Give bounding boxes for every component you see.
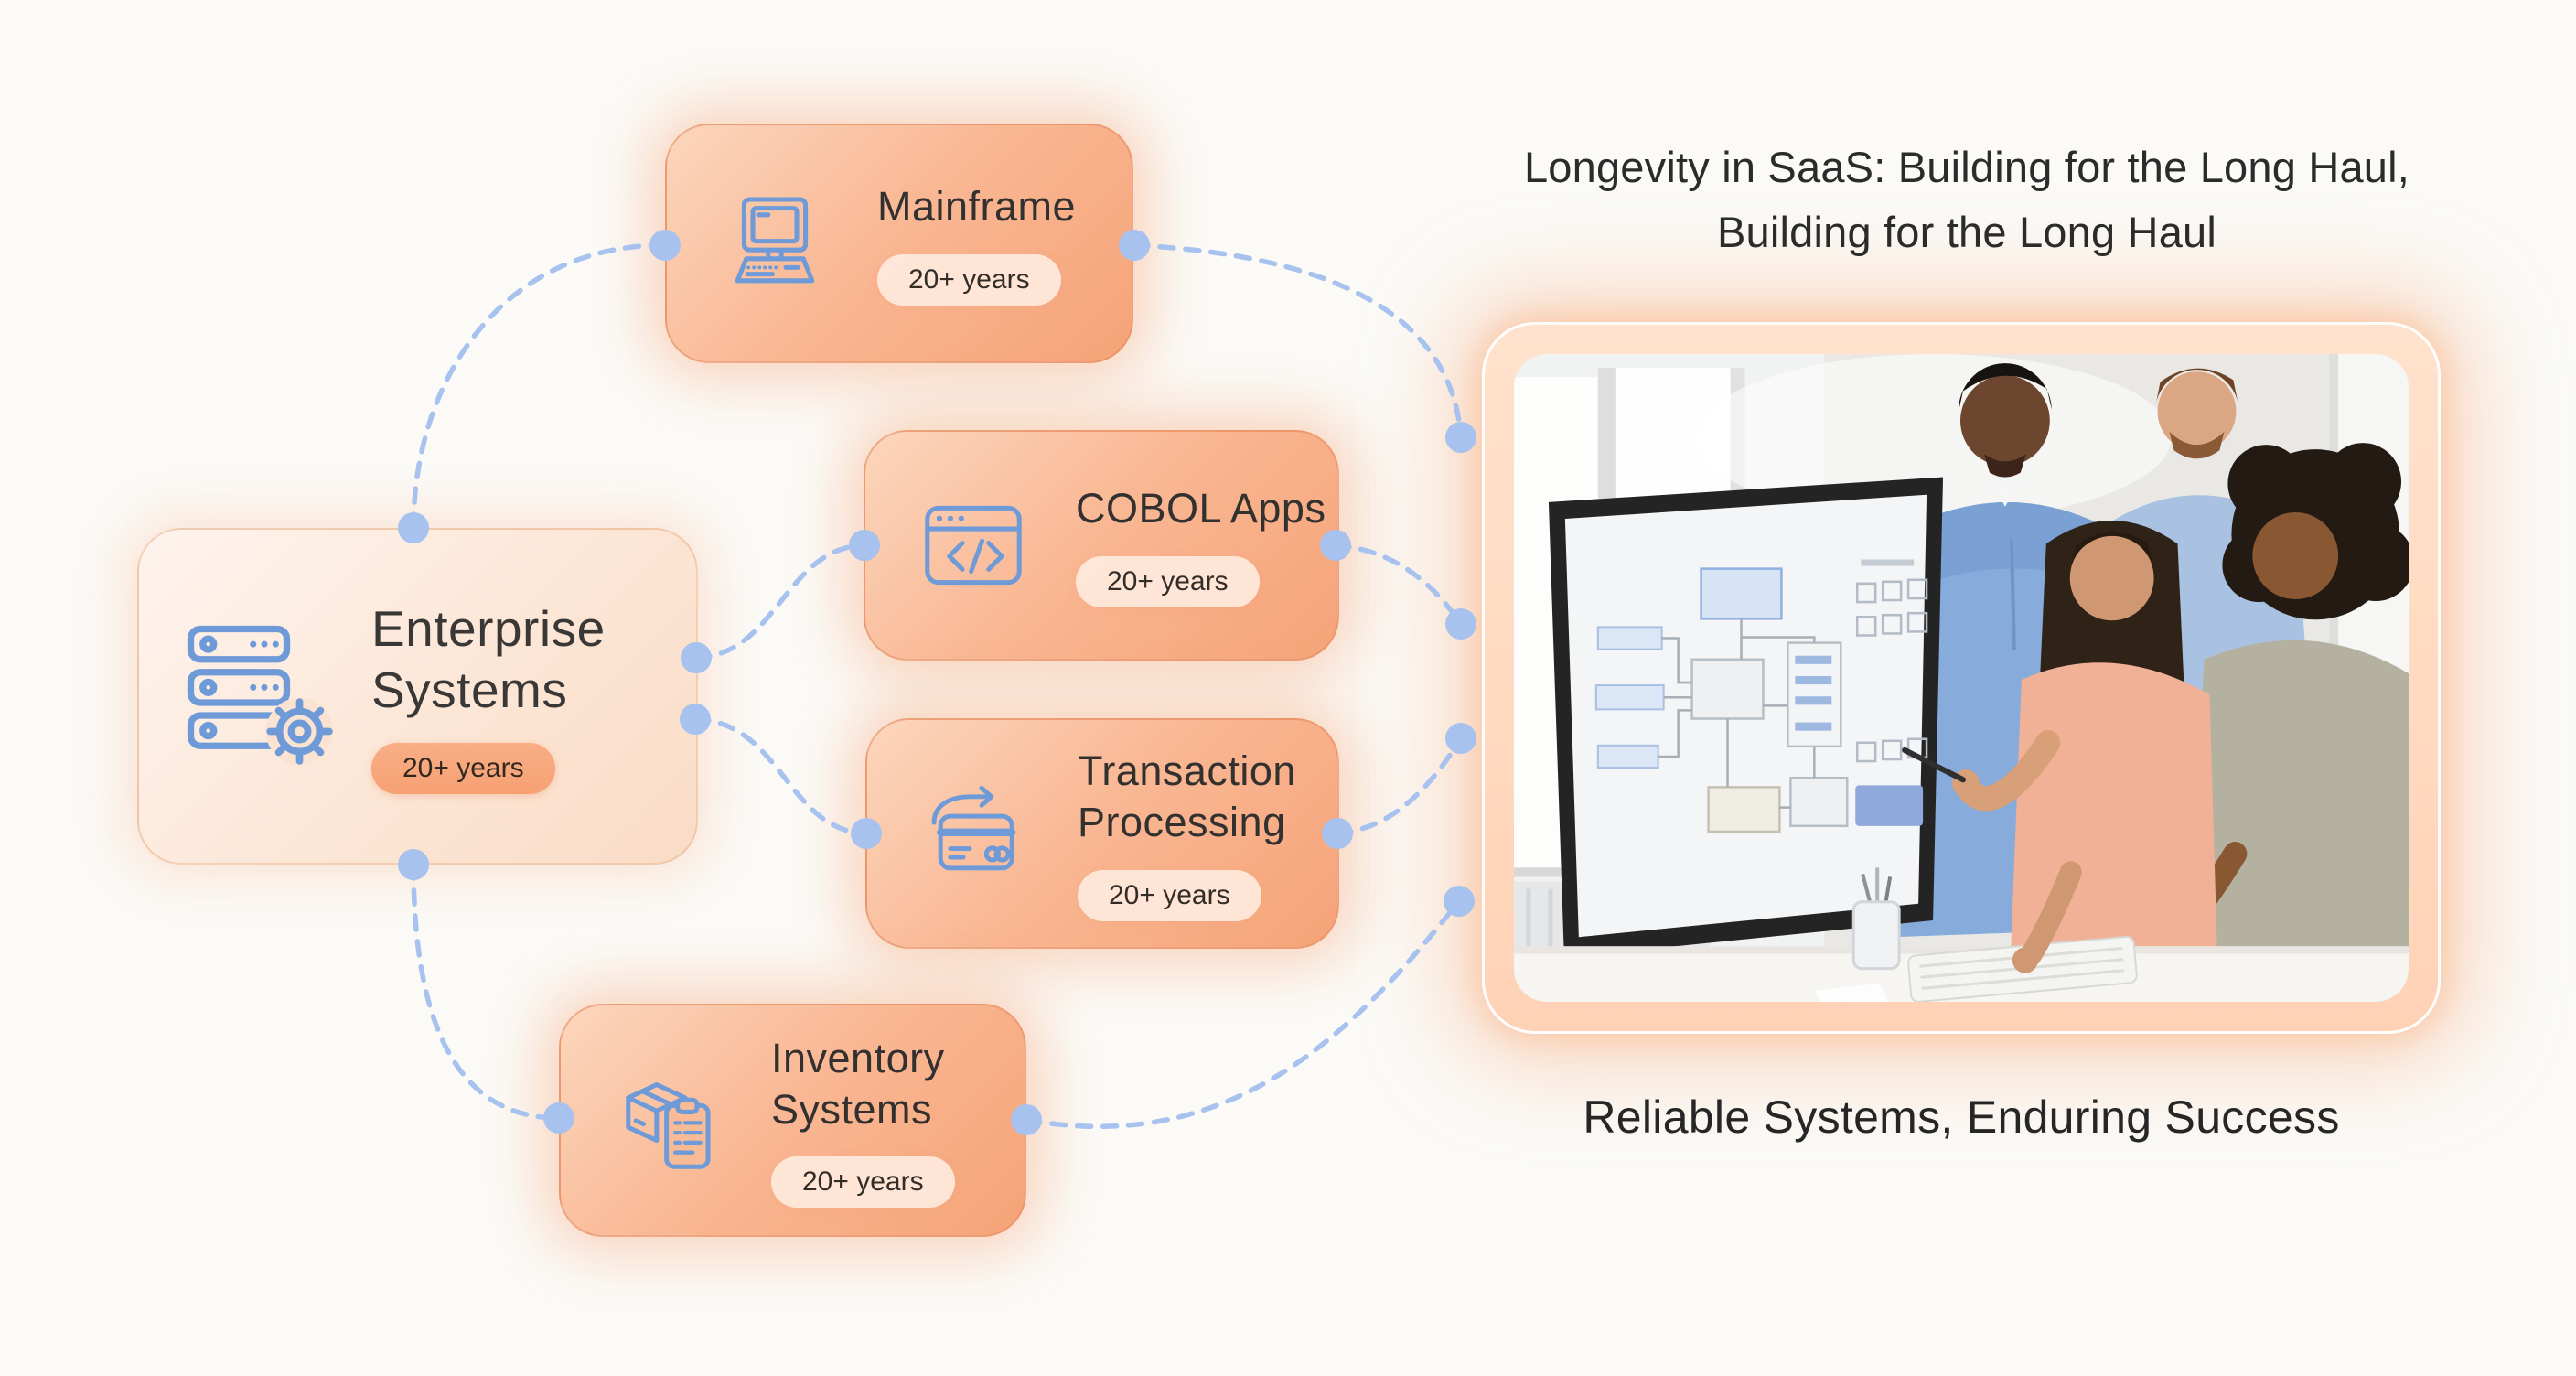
hub-badge: 20+ years (371, 743, 555, 795)
monitor (1548, 477, 1944, 1002)
node-badge: 20+ years (1076, 555, 1260, 607)
credit-card-transfer-icon (931, 786, 1016, 871)
pen-cup (1852, 867, 1901, 971)
node-label: COBOL Apps (1076, 485, 1326, 532)
desktop-computer-icon (735, 197, 815, 284)
node-label: Mainframe (877, 183, 1077, 231)
hub-card-enterprise-systems: Enterprise Systems 20+ years (137, 528, 698, 865)
connector-hub-to-transaction (692, 716, 869, 836)
page-title-line1: Longevity in SaaS: Building for the Long… (1523, 143, 2410, 191)
connector-transaction-to-photo (1335, 736, 1464, 836)
page-title: Longevity in SaaS: Building for the Long… (1427, 135, 2506, 264)
connector-hub-to-mainframe (411, 242, 668, 531)
code-window-icon (925, 505, 1022, 586)
photo-card-frame (1482, 322, 2441, 1034)
node-card-mainframe: Mainframe 20+ years (665, 124, 1133, 363)
connector-hub-to-cobol (693, 543, 867, 661)
node-badge: 20+ years (1078, 869, 1261, 921)
caption: Reliable Systems, Enduring Success (1583, 1091, 2340, 1143)
connector-cobol-to-photo (1333, 543, 1464, 627)
person-woman-curly-hair (2137, 443, 2409, 1002)
node-card-cobol-apps: COBOL Apps 20+ years (864, 430, 1339, 661)
hub-label: Enterprise Systems (371, 599, 606, 718)
connector-mainframe-to-photo (1132, 242, 1464, 440)
team-photo-illustration (1514, 354, 2409, 1002)
stylus-pen (1902, 747, 1966, 783)
node-card-inventory-systems: Inventory Systems 20+ years (559, 1004, 1026, 1237)
flowchart-screen (1594, 559, 1928, 833)
package-clipboard-icon (626, 1081, 711, 1169)
server-stack-gear-icon (187, 625, 334, 766)
node-badge: 20+ years (771, 1156, 955, 1209)
node-label: Inventory Systems (771, 1034, 945, 1133)
node-card-transaction-processing: Transaction Processing 20+ years (865, 718, 1339, 949)
node-label: Transaction Processing (1078, 747, 1296, 845)
node-badge: 20+ years (877, 253, 1061, 306)
team-photo (1514, 354, 2409, 1002)
pointing-arm (1902, 730, 2061, 812)
connector-hub-to-inventory (411, 862, 562, 1121)
page-title-line2: Building for the Long Haul (1716, 207, 2217, 256)
